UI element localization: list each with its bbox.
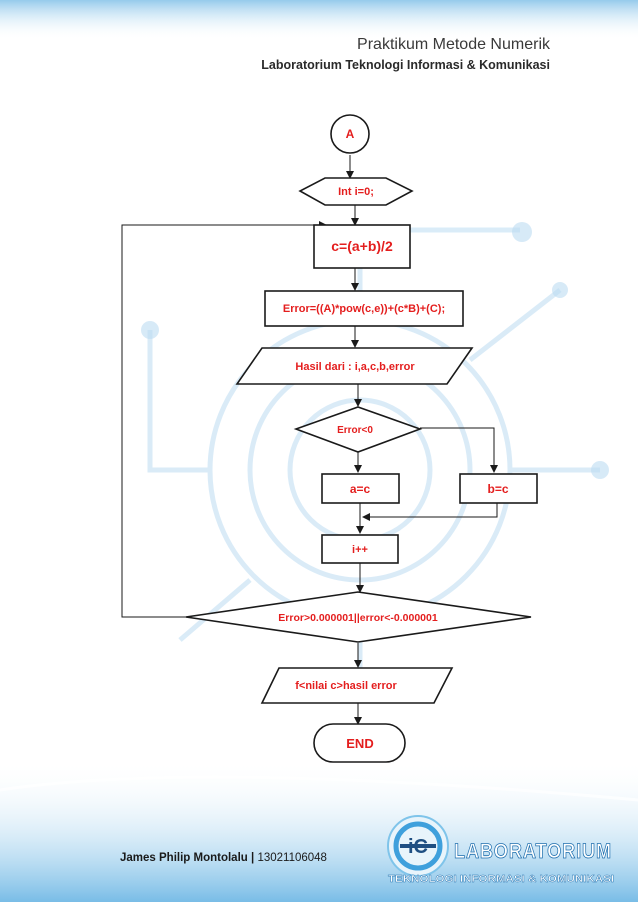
increment-label: i++ [352, 544, 368, 556]
header-title: Praktikum Metode Numerik [357, 36, 550, 53]
init-hexagon [298, 177, 414, 206]
calc-c-label: c=(a+b)/2 [331, 238, 393, 254]
calc-error-box [264, 290, 464, 327]
author-name: James Philip Montolalu [120, 852, 248, 864]
lab-logo-graphic: iC LABORATORIUM TEKNOLOGI INFORMASI & KO… [387, 815, 614, 885]
decision-error-diamond [293, 406, 423, 453]
calc-c-box [313, 224, 411, 269]
footer-author: James Philip Montolalu | 13021106048 [120, 852, 327, 864]
author-separator: | [251, 852, 255, 864]
author-id: 13021106048 [257, 852, 327, 864]
output-final-parallelogram [260, 667, 454, 704]
output-hasil-parallelogram [235, 347, 474, 385]
assign-a-box [321, 473, 400, 504]
connector-b-to-merge [362, 503, 498, 521]
assign-b-label: b=c [487, 482, 508, 496]
bottom-gradient-band [0, 760, 638, 902]
decision-error-label: Error<0 [337, 425, 373, 436]
connector-decision-to-b [420, 427, 498, 473]
logo-emblem-bar [400, 844, 436, 848]
connector-a-node [330, 114, 370, 154]
calc-error-label: Error=((A)*pow(c,e))+(c*B)+(C); [283, 303, 445, 315]
connector-a-label: A [346, 127, 355, 141]
logo-line2: TEKNOLOGI INFORMASI & KOMUNIKASI [388, 873, 614, 885]
logo-initials: iC [408, 836, 428, 858]
increment-box [321, 534, 399, 564]
top-gradient-band [0, 0, 638, 40]
output-final-label: f<nilai c>hasil error [295, 680, 397, 692]
init-label: Int i=0; [338, 186, 374, 198]
header-subtitle: Laboratorium Teknologi Informasi & Komun… [261, 58, 550, 72]
end-label: END [346, 736, 373, 751]
end-terminator [313, 723, 406, 763]
loop-condition-diamond [185, 591, 532, 643]
loop-condition-label: Error>0.000001||error<-0.000001 [278, 612, 438, 624]
logo-line1: LABORATORIUM [454, 840, 612, 863]
connector-loop-back [121, 221, 327, 618]
logo-emblem-ring [393, 821, 443, 871]
assign-b-box [459, 473, 538, 504]
output-hasil-label: Hasil dari : i,a,c,b,error [295, 361, 415, 373]
flow-connectors [121, 155, 498, 725]
lab-logo: iC LABORATORIUM TEKNOLOGI INFORMASI & KO… [384, 812, 624, 895]
assign-a-label: a=c [350, 482, 371, 496]
